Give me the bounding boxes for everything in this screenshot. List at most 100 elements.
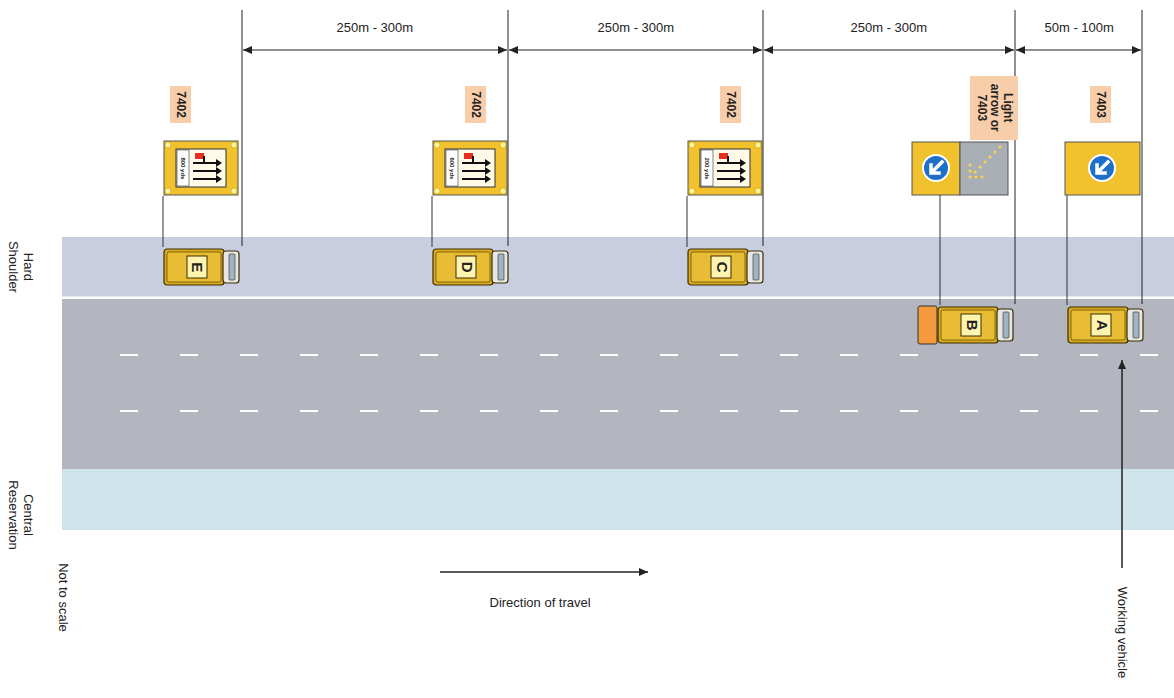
vehicle-part bbox=[747, 251, 763, 283]
dimension-label: 250m - 300m bbox=[598, 21, 675, 36]
sign-distance: 200 yds bbox=[704, 157, 711, 179]
dimension-label: Direction of travel bbox=[490, 596, 591, 611]
drawing-part bbox=[968, 163, 971, 166]
drawing-part bbox=[509, 50, 762, 51]
vehicle: C bbox=[687, 247, 765, 287]
vehicle-part bbox=[498, 254, 504, 280]
vehicle-part bbox=[1091, 314, 1111, 336]
vehicle: E bbox=[163, 247, 241, 287]
vehicle-part bbox=[997, 309, 1013, 341]
vehicle-part bbox=[433, 249, 493, 285]
sign-code-tag: 7403 bbox=[1090, 86, 1111, 123]
keep-left-sign bbox=[1065, 142, 1140, 195]
edge-line bbox=[62, 297, 1174, 299]
vehicle-letter: E bbox=[189, 262, 206, 272]
drawing-part bbox=[968, 145, 1001, 178]
drawing-part bbox=[764, 50, 1014, 51]
sign-distance: 600 yds bbox=[449, 157, 456, 179]
hard-shoulder-band bbox=[62, 237, 1174, 297]
vehicle: B bbox=[937, 305, 1015, 345]
side-label: Central Reservation bbox=[5, 475, 35, 555]
sign-code: 7403 bbox=[1093, 91, 1106, 118]
drawing-part bbox=[243, 50, 507, 51]
drawing-part bbox=[980, 175, 983, 178]
lane-marking bbox=[120, 410, 1174, 412]
sign-code-tag: 7402 bbox=[465, 86, 486, 123]
drawing-part bbox=[687, 196, 688, 247]
drawing-part bbox=[968, 175, 971, 178]
side-label: Hard Shoulder bbox=[5, 237, 35, 297]
sign-code-tag: 7402 bbox=[170, 86, 191, 123]
drawing-part bbox=[968, 169, 971, 172]
drawing-part bbox=[242, 10, 243, 246]
drawing-part bbox=[974, 175, 977, 178]
vehicle-part bbox=[1003, 312, 1009, 338]
vehicle-letter: D bbox=[458, 261, 475, 272]
vehicle-part bbox=[688, 249, 748, 285]
vehicle-part bbox=[938, 307, 998, 343]
drawing-part bbox=[912, 142, 960, 195]
dimension-ticks bbox=[242, 10, 1142, 304]
drawing-part bbox=[923, 155, 949, 181]
sign-code: 7402 bbox=[723, 91, 736, 118]
drawing-part bbox=[1016, 50, 1141, 51]
drawing-part bbox=[1089, 155, 1115, 181]
drawing-part bbox=[940, 195, 941, 305]
side-label: Not to scale bbox=[54, 563, 69, 632]
vehicle: A bbox=[1067, 305, 1145, 345]
vehicle-part bbox=[1071, 310, 1125, 340]
drawing-part bbox=[983, 160, 986, 163]
drawing-part bbox=[960, 142, 1008, 195]
vehicle-part bbox=[223, 251, 239, 283]
sign-code: 7402 bbox=[173, 91, 186, 118]
side-label: Working vehicle bbox=[1114, 586, 1129, 678]
drawing-part bbox=[763, 10, 764, 246]
carriageway bbox=[62, 299, 1174, 469]
vehicle-part bbox=[456, 256, 476, 278]
vehicle-part bbox=[961, 314, 981, 336]
advance-sign bbox=[433, 141, 507, 195]
dimension-lines bbox=[243, 50, 1141, 51]
drawing-part bbox=[1067, 195, 1068, 305]
vehicle-part bbox=[941, 310, 995, 340]
advance-sign bbox=[688, 141, 762, 195]
pointer-arrow bbox=[1121, 360, 1123, 568]
vehicle-part bbox=[711, 256, 731, 278]
vehicle-part bbox=[1127, 309, 1143, 341]
drawing-part bbox=[973, 170, 976, 173]
vehicle-part bbox=[1133, 312, 1139, 338]
sign-posts bbox=[163, 195, 1067, 305]
vehicle-part bbox=[1068, 307, 1128, 343]
advance-sign bbox=[164, 141, 238, 195]
drawing-part bbox=[998, 145, 1001, 148]
vehicle-part bbox=[492, 251, 508, 283]
sign-code: 7402 bbox=[468, 91, 481, 118]
drawing-part bbox=[1142, 10, 1143, 304]
drawing-part bbox=[508, 10, 509, 246]
vehicle-part bbox=[691, 252, 745, 282]
drawing-part bbox=[988, 155, 991, 158]
vehicle-part bbox=[229, 254, 235, 280]
vehicle-letter: A bbox=[1093, 319, 1110, 330]
drawing-part bbox=[163, 196, 164, 247]
vehicle-part bbox=[187, 256, 207, 278]
vehicle-part bbox=[164, 249, 224, 285]
vehicle-letter: C bbox=[713, 261, 730, 272]
light-arrow-sign bbox=[912, 142, 1008, 195]
dimension-label: 50m - 100m bbox=[1045, 21, 1114, 36]
vehicle-part bbox=[436, 252, 490, 282]
drawing-part bbox=[1015, 10, 1016, 304]
drawing-part bbox=[432, 196, 433, 247]
lane-marking bbox=[120, 354, 1174, 356]
vehicle-part bbox=[753, 254, 759, 280]
sign-code: Light arrow or 7403 bbox=[974, 81, 1014, 135]
sign-distance: 800 yds bbox=[180, 157, 187, 179]
vehicle: D bbox=[432, 247, 510, 287]
vehicle-part bbox=[167, 252, 221, 282]
dimension-label: 250m - 300m bbox=[337, 21, 414, 36]
drawing-part bbox=[1065, 142, 1140, 195]
direction-arrow bbox=[440, 571, 648, 573]
central-reservation-band bbox=[62, 469, 1174, 530]
sign-code-tag: 7402 bbox=[720, 86, 741, 123]
